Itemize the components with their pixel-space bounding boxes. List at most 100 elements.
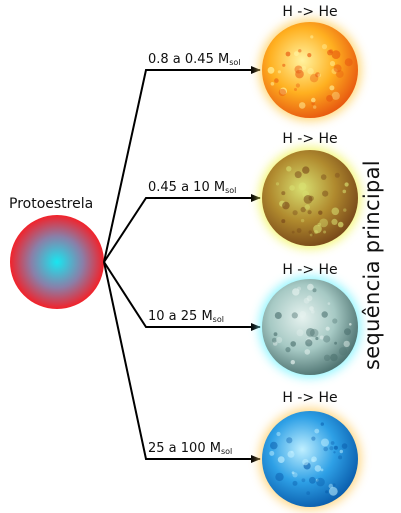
star-spot bbox=[328, 486, 338, 496]
star-spot bbox=[331, 207, 340, 216]
star-spot bbox=[320, 468, 324, 472]
star-spot bbox=[344, 328, 351, 336]
star-spot bbox=[285, 51, 291, 57]
star-spot bbox=[318, 210, 323, 215]
branch-arrow bbox=[103, 261, 261, 331]
star-spot bbox=[305, 339, 313, 347]
mass-range-text: 0.8 a 0.45 M bbox=[148, 52, 230, 67]
star-spot bbox=[327, 49, 333, 56]
star-spot bbox=[315, 72, 321, 78]
branch-arrow bbox=[103, 66, 261, 263]
star-spot bbox=[321, 44, 328, 50]
star-spot bbox=[275, 182, 280, 186]
star-spot bbox=[287, 450, 295, 458]
star-spot bbox=[333, 445, 338, 450]
star-spot bbox=[313, 105, 317, 109]
star-spot bbox=[274, 78, 279, 83]
star-spot bbox=[292, 480, 298, 486]
fusion-process-label: H -> He bbox=[282, 4, 338, 20]
star-spot bbox=[326, 95, 333, 102]
star-spot bbox=[298, 182, 307, 191]
star-spot bbox=[323, 446, 329, 452]
star-spot bbox=[296, 228, 302, 233]
mass-range-label: 0.8 a 0.45 Msol bbox=[148, 52, 241, 67]
star-spot bbox=[291, 230, 295, 234]
star-spot bbox=[325, 490, 329, 494]
star-spot bbox=[329, 60, 336, 67]
fusion-process-label: H -> He bbox=[282, 131, 338, 147]
branch-arrow bbox=[103, 261, 261, 463]
star-spot bbox=[306, 295, 313, 302]
star-spot bbox=[310, 35, 314, 39]
mass-range-subscript: sol bbox=[212, 315, 224, 324]
star-spot bbox=[311, 97, 316, 103]
star-spot bbox=[307, 67, 314, 75]
mass-range-subscript: sol bbox=[225, 186, 237, 195]
star-spheres bbox=[259, 19, 361, 510]
mass-range-text: 10 a 25 M bbox=[148, 309, 213, 324]
star-spot bbox=[329, 446, 334, 451]
star-spot bbox=[321, 311, 328, 318]
star-spot bbox=[289, 185, 295, 191]
star-spot bbox=[296, 329, 304, 337]
star-spot bbox=[333, 451, 336, 454]
star-spot bbox=[304, 349, 311, 355]
star-spot bbox=[330, 441, 335, 445]
star-spot bbox=[276, 431, 281, 437]
star-spot bbox=[270, 441, 278, 450]
star-spot bbox=[317, 73, 322, 78]
star-spot bbox=[300, 206, 306, 213]
star-spot bbox=[301, 65, 307, 71]
protostar-sphere bbox=[10, 215, 104, 309]
star-spot bbox=[312, 288, 317, 293]
star-spot bbox=[295, 69, 304, 79]
star-spot bbox=[307, 53, 312, 58]
star-spot bbox=[330, 353, 338, 362]
star-spot bbox=[311, 456, 317, 463]
star-spot bbox=[292, 288, 300, 296]
mass-range-label: 0.45 a 10 Msol bbox=[148, 180, 236, 195]
branch-arrow bbox=[103, 194, 261, 263]
star-spot bbox=[332, 318, 338, 324]
fusion-process-label: H -> He bbox=[282, 262, 338, 278]
star-spot bbox=[306, 328, 315, 337]
star-spot bbox=[302, 166, 310, 174]
star-spot bbox=[313, 224, 322, 234]
star-spot bbox=[290, 341, 297, 347]
star-spot bbox=[342, 189, 347, 194]
star-spot bbox=[282, 201, 290, 210]
star-spot bbox=[294, 171, 302, 179]
star-spot bbox=[343, 340, 350, 348]
star-spot bbox=[273, 332, 278, 337]
star-spot bbox=[311, 101, 315, 106]
star-spot bbox=[315, 478, 319, 482]
star-spot bbox=[349, 323, 352, 326]
star-spot bbox=[338, 347, 348, 356]
main-sequence-label: sequência principal bbox=[360, 160, 384, 370]
mass-range-label: 25 a 100 Msol bbox=[148, 441, 232, 456]
star-spot bbox=[331, 50, 341, 59]
star-spot bbox=[306, 491, 311, 495]
branch-arrows bbox=[103, 66, 261, 463]
star-spot bbox=[316, 477, 325, 487]
star-spot bbox=[270, 82, 275, 86]
star-spot bbox=[298, 102, 306, 109]
star-spot bbox=[334, 341, 337, 345]
star-spot bbox=[282, 63, 286, 67]
star-spot bbox=[334, 172, 340, 178]
star-spot bbox=[309, 476, 316, 484]
star-spot bbox=[274, 312, 282, 319]
mass-range-subscript: sol bbox=[229, 58, 241, 67]
star-spot bbox=[314, 428, 320, 434]
star-spot bbox=[328, 483, 334, 489]
star-sphere bbox=[262, 279, 358, 375]
star-spot bbox=[323, 335, 331, 343]
star-spot bbox=[307, 210, 312, 215]
star-spot bbox=[323, 354, 331, 361]
star-spot bbox=[309, 328, 319, 338]
star-spot bbox=[292, 210, 298, 216]
star-spot bbox=[278, 88, 287, 97]
star-spot bbox=[338, 455, 343, 460]
mass-range-label: 10 a 25 Msol bbox=[148, 309, 224, 324]
star-spot bbox=[285, 347, 291, 353]
